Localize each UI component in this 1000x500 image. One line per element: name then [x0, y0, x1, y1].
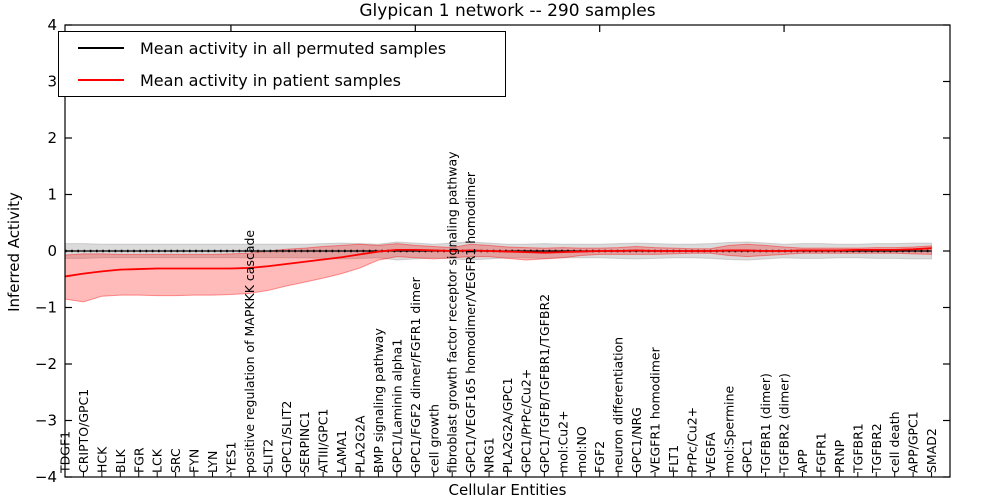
entity-tick-label: BMP signaling pathway [371, 328, 386, 473]
entity-tick-label: LYN [205, 451, 220, 473]
entity-tick-label: ATIII/GPC1 [316, 409, 331, 473]
entity-tick-label: GPC1/VEGF165 homodimer/VEGFR1 homodimer [463, 171, 478, 473]
entity-tick-label: mol:NO [574, 426, 589, 473]
entity-tick-label: TGFBR2 [869, 423, 884, 474]
entity-tick-label: BLK [113, 448, 128, 473]
entity-tick-label: GPC1/Laminin alpha1 [389, 339, 404, 473]
entity-tick-label: TDGF1 [58, 431, 73, 474]
legend-box: Mean activity in all permuted samples Me… [58, 31, 506, 97]
y-tick-label: −3 [35, 412, 57, 430]
permuted-line-swatch [78, 47, 124, 49]
entity-tick-label: GPC1/NRG [629, 407, 644, 473]
entity-tick-label: PrPc/Cu2+ [684, 407, 699, 473]
y-tick-label: 0 [47, 242, 57, 260]
y-tick-label: 1 [47, 186, 57, 204]
y-tick-label: 3 [47, 73, 57, 91]
entity-tick-label: PLA2G2A/GPC1 [500, 377, 515, 473]
entity-tick-label: APP [795, 449, 810, 473]
entity-tick-label: LAMA1 [334, 430, 349, 473]
entity-tick-label: VEGFR1 homodimer [648, 346, 663, 473]
entity-tick-label: GPC1/TGFB/TGFBR1/TGFBR2 [537, 294, 552, 473]
entity-tick-label: CRIPTO/GPC1 [76, 389, 91, 473]
x-axis-label: Cellular Entities [448, 481, 567, 499]
y-tick-label: −4 [35, 468, 57, 486]
patient-mean-line [64, 247, 932, 278]
entity-tick-label: TGFBR1 [850, 423, 865, 474]
entity-tick-label: PRNP [832, 439, 847, 473]
entity-tick-label: SRC [168, 448, 183, 473]
entity-tick-label: GPC1/PrPc/Cu2+ [518, 369, 533, 473]
y-tick-label: −2 [35, 355, 57, 373]
entity-tick-label: TGFBR2 (dimer) [777, 373, 792, 474]
legend-label-patient: Mean activity in patient samples [140, 70, 401, 90]
entity-tick-label: neuron differentiation [611, 337, 626, 473]
entity-tick-label: LCK [150, 448, 165, 473]
entity-tick-label: mol:Spermine [721, 385, 736, 473]
patient-confidence-band [64, 243, 933, 303]
entity-tick-label: NRG1 [482, 437, 497, 473]
entity-tick-label: SMAD2 [924, 428, 939, 473]
entity-tick-label: cell growth [426, 404, 441, 473]
y-tick-label: 2 [47, 129, 57, 147]
entity-tick-label: SLIT2 [260, 439, 275, 473]
entity-tick-label: FYN [187, 449, 202, 473]
entity-tick-label: PLA2G2A [353, 415, 368, 473]
entity-tick-label: YES1 [223, 442, 238, 474]
legend-entry-permuted: Mean activity in all permuted samples [59, 33, 505, 64]
entity-tick-label: fibroblast growth factor receptor signal… [445, 151, 460, 473]
entity-tick-label: cell death [887, 411, 902, 473]
legend-entry-patient: Mean activity in patient samples [59, 65, 505, 96]
entity-tick-label: FLT1 [666, 445, 681, 473]
entity-tick-label: mol:Cu2+ [555, 410, 570, 473]
chart-title: Glypican 1 network -- 290 samples [359, 1, 656, 21]
y-tick-label: 4 [47, 16, 57, 34]
entity-tick-label: FGR [131, 447, 146, 473]
y-axis-label: Inferred Activity [5, 192, 23, 312]
entity-tick-label: FGFR1 [813, 432, 828, 473]
entity-tick-label: SERPINC1 [297, 411, 312, 473]
entity-tick-label: HCK [94, 446, 109, 473]
entity-tick-label: VEGFA [703, 432, 718, 473]
entity-tick-label: GPC1 [740, 439, 755, 473]
entity-tick-label: APP/GPC1 [906, 411, 921, 473]
entity-tick-label: GPC1/FGF2 dimer/FGFR1 dimer [408, 276, 423, 473]
entity-tick-label: TGFBR1 (dimer) [758, 373, 773, 474]
legend-label-permuted: Mean activity in all permuted samples [140, 38, 447, 58]
patient-line-swatch [78, 79, 124, 81]
entity-tick-label: positive regulation of MAPKKK cascade [242, 230, 257, 473]
entity-tick-label: GPC1/SLIT2 [279, 401, 294, 473]
entity-tick-label: FGF2 [592, 441, 607, 473]
y-tick-label: −1 [35, 299, 57, 317]
